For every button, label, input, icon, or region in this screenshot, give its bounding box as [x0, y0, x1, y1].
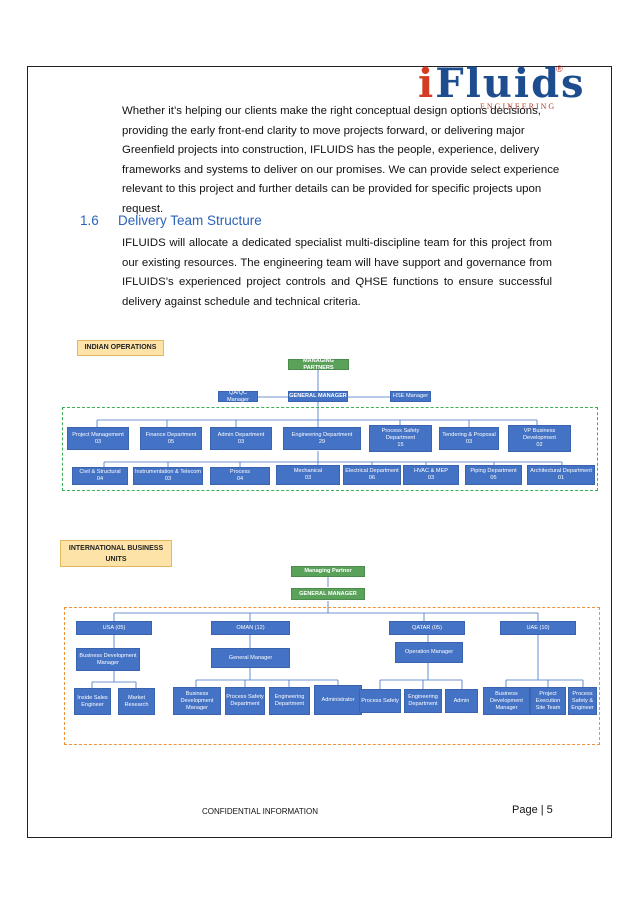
qatar-child-box: Process Safety: [359, 689, 401, 713]
section-paragraph: IFLUIDS will allocate a dedicated specia…: [122, 237, 552, 308]
uae-child-box: Business Development Manager: [483, 687, 530, 715]
managing-partners-box: MANAGING PARTNERS: [288, 358, 349, 371]
qatar-child-box: Admin: [445, 689, 478, 713]
page-number: Page | 5: [512, 804, 553, 816]
oman-child-box: Administrator: [314, 685, 362, 715]
usa-child-box: Inside Sales Engineer: [74, 688, 111, 715]
oman-box: OMAN (12): [211, 621, 290, 635]
qaqc-manager-box: QA/QC Manager: [218, 390, 258, 403]
confidential-label: CONFIDENTIAL INFORMATION: [202, 807, 318, 816]
qatar-child-box: Engineering Department: [404, 689, 442, 713]
general-manager-box: GENERAL MANAGER: [288, 391, 348, 402]
uae-child-box: Process Safety & Engineer: [568, 687, 597, 715]
intro-paragraph: Whether it’s helping our clients make th…: [122, 105, 560, 215]
company-logo: iFluids ® ENGINEERING: [418, 60, 586, 112]
uae-box: UAE (10): [500, 621, 576, 635]
usa-box: USA (05): [76, 621, 152, 635]
uae-child-box: Project Execution Site Team: [530, 687, 566, 715]
qatar-om-box: Operation Manager: [395, 642, 463, 663]
oman-gm-box: General Manager: [211, 648, 290, 668]
oman-child-box: Process Safety Department: [225, 687, 265, 715]
section-title: Delivery Team Structure: [118, 213, 262, 228]
international-business-units-tag: INTERNATIONAL BUSINESS UNITS: [60, 540, 172, 567]
hse-manager-box: HSE Manager: [390, 391, 431, 402]
section-number: 1.6: [80, 213, 99, 228]
qatar-box: QATAR (05): [389, 621, 465, 635]
international-units-group: [64, 607, 600, 745]
indian-operations-tag: INDIAN OPERATIONS: [77, 340, 164, 356]
indian-departments-group: [62, 407, 598, 491]
page-border: [27, 66, 612, 838]
usa-child-box: Market Research: [118, 688, 155, 715]
managing-partner-box: Managing Partner: [291, 566, 365, 577]
oman-child-box: Engineering Department: [269, 687, 310, 715]
usa-bdm-box: Business Development Manager: [76, 648, 140, 671]
intl-general-manager-box: GENERAL MANAGER: [291, 588, 365, 600]
section-heading: 1.6 Delivery Team Structure: [80, 213, 262, 228]
oman-child-box: Business Development Manager: [173, 687, 221, 715]
